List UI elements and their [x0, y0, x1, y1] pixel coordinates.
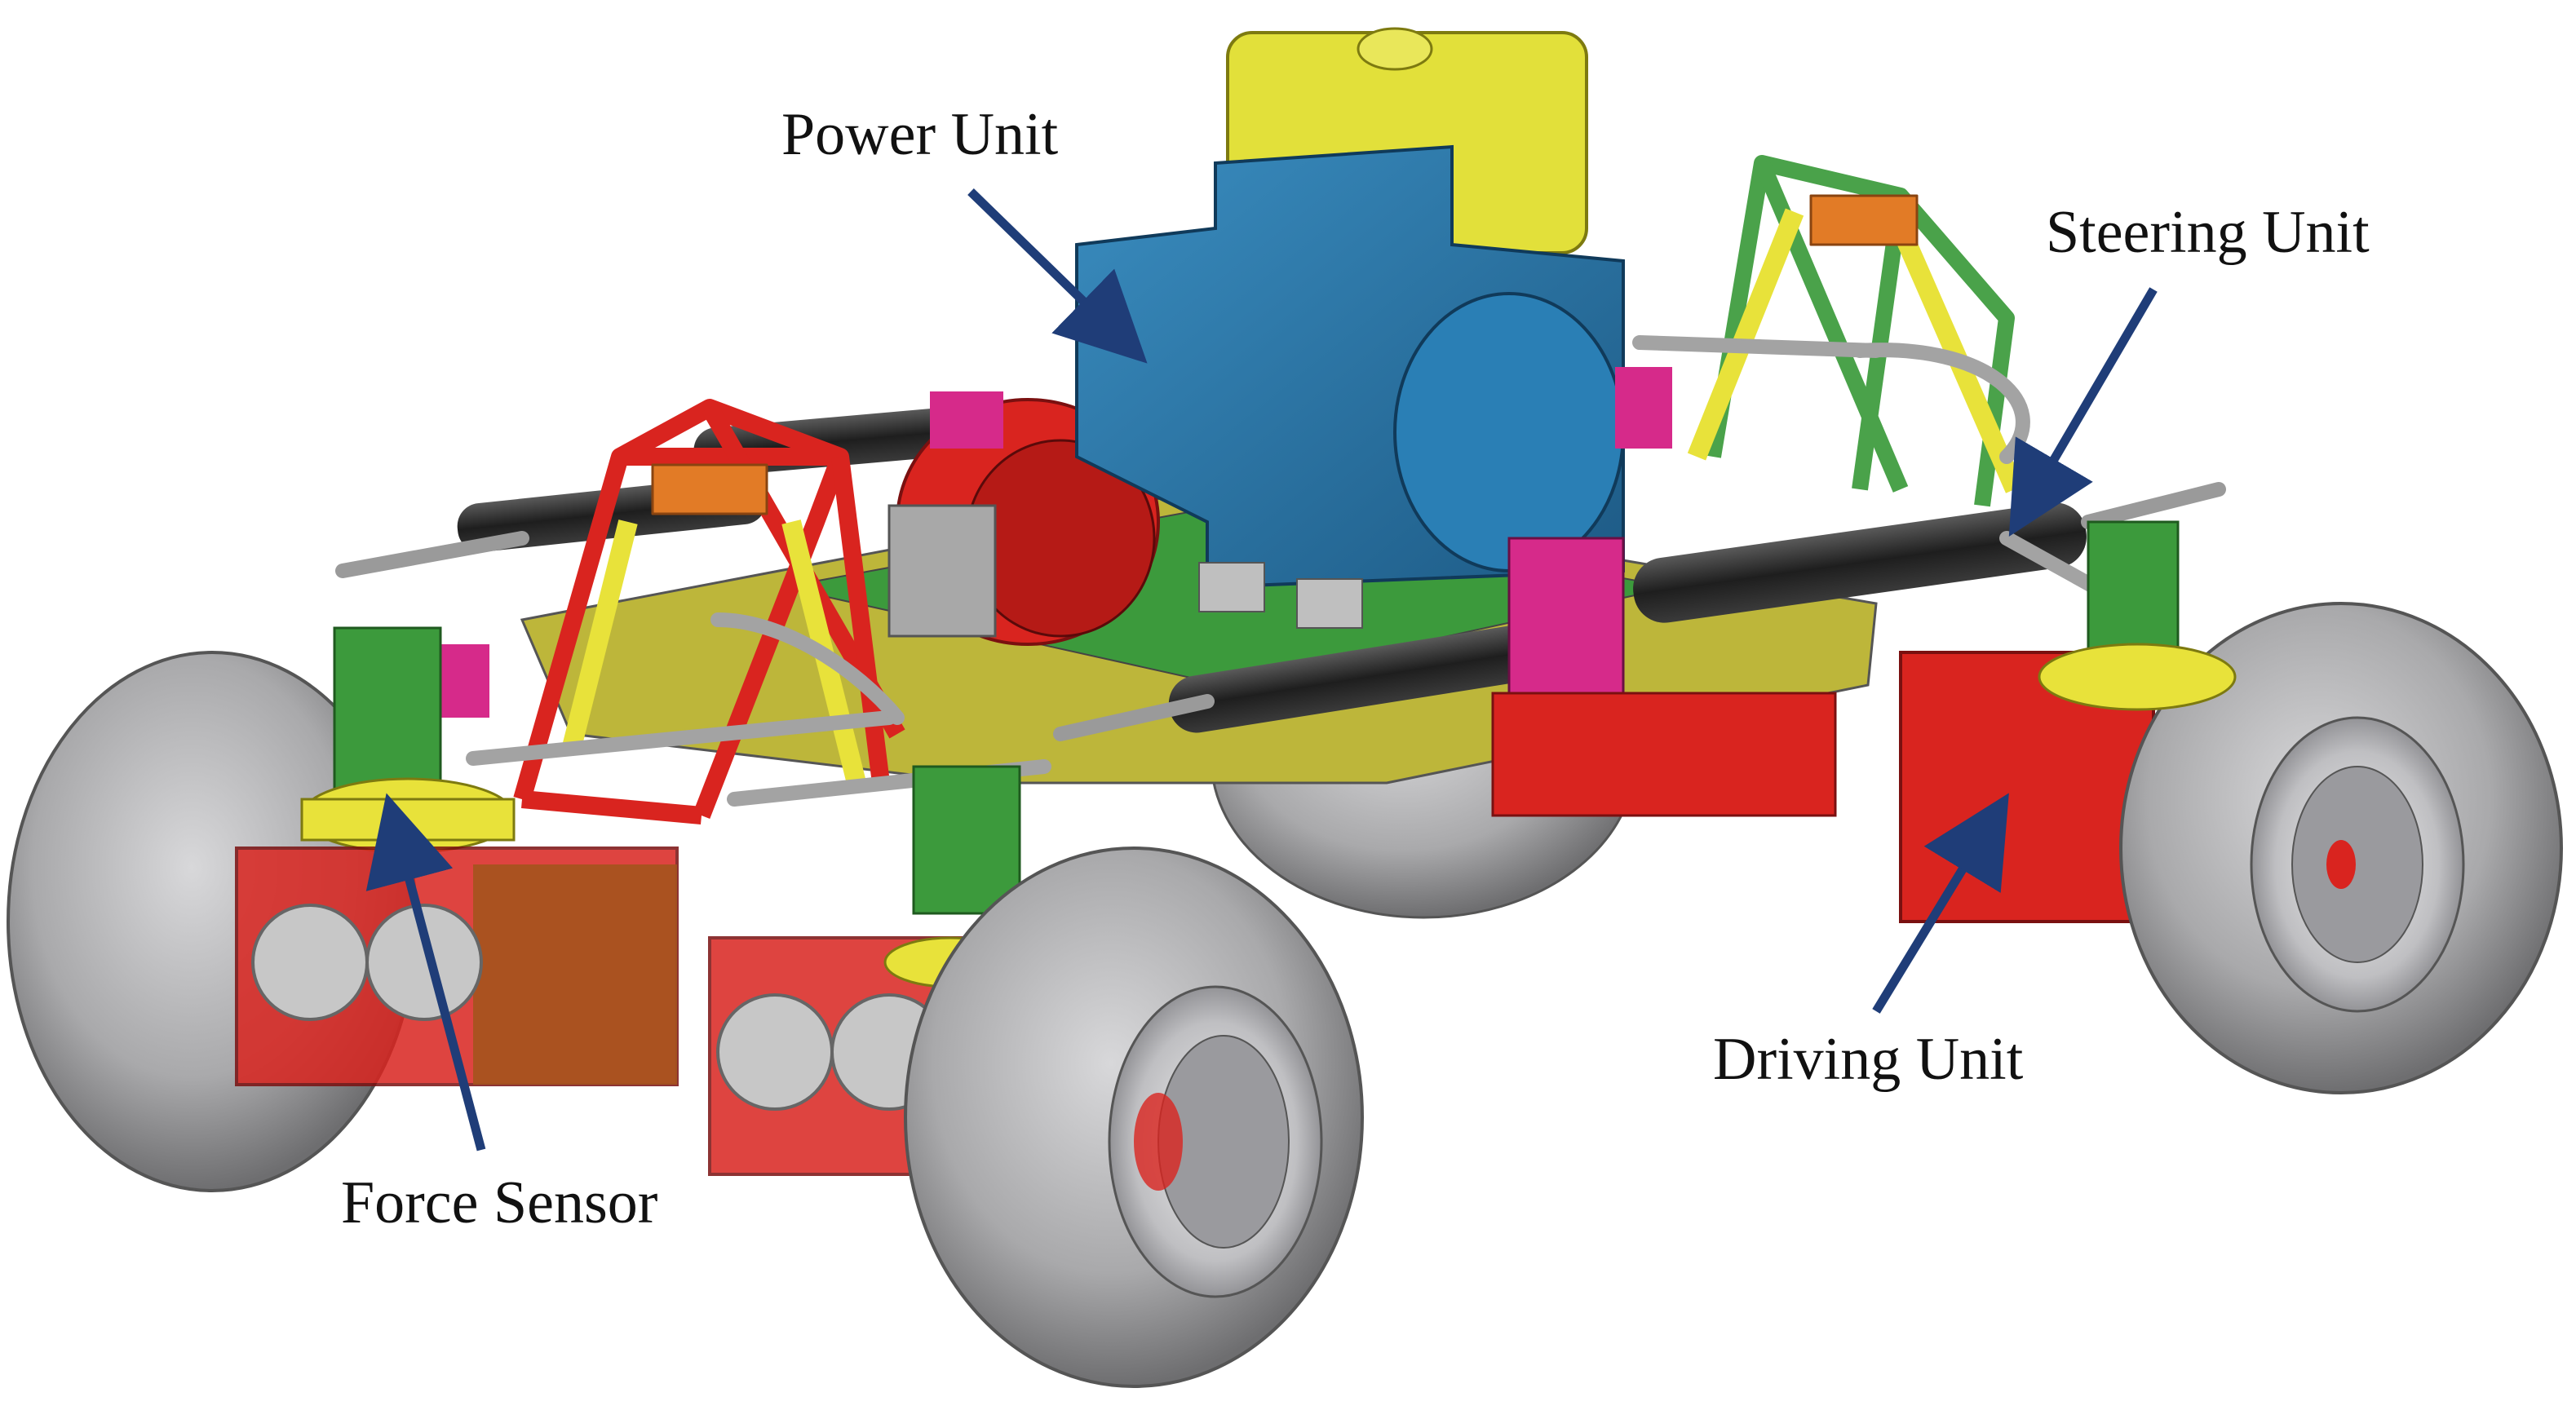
- power-unit-label: Power Unit: [781, 101, 1059, 168]
- power-unit-model: [1075, 27, 1625, 629]
- force-sensor-label: Force Sensor: [341, 1169, 658, 1236]
- driving-unit-arrow-icon: [1872, 793, 2009, 1014]
- steering-unit-label: Steering Unit: [2046, 199, 2370, 266]
- rear-right-wheel: [2119, 602, 2563, 1094]
- force-sensor-arrow-icon: [365, 793, 486, 1152]
- rear-right-steering-post: [2038, 520, 2237, 711]
- rear-green-frame: [1687, 155, 2024, 507]
- front-right-wheel: [904, 847, 1364, 1388]
- power-unit-arrow-icon: [967, 188, 1148, 364]
- rear-left-driving-box: [1491, 692, 1837, 817]
- steering-unit-arrow-icon: [2008, 287, 2158, 537]
- front-right-steering-post: [883, 765, 1021, 988]
- callout-arrows: [365, 188, 2158, 1152]
- driving-unit-label: Driving Unit: [1713, 1026, 2024, 1093]
